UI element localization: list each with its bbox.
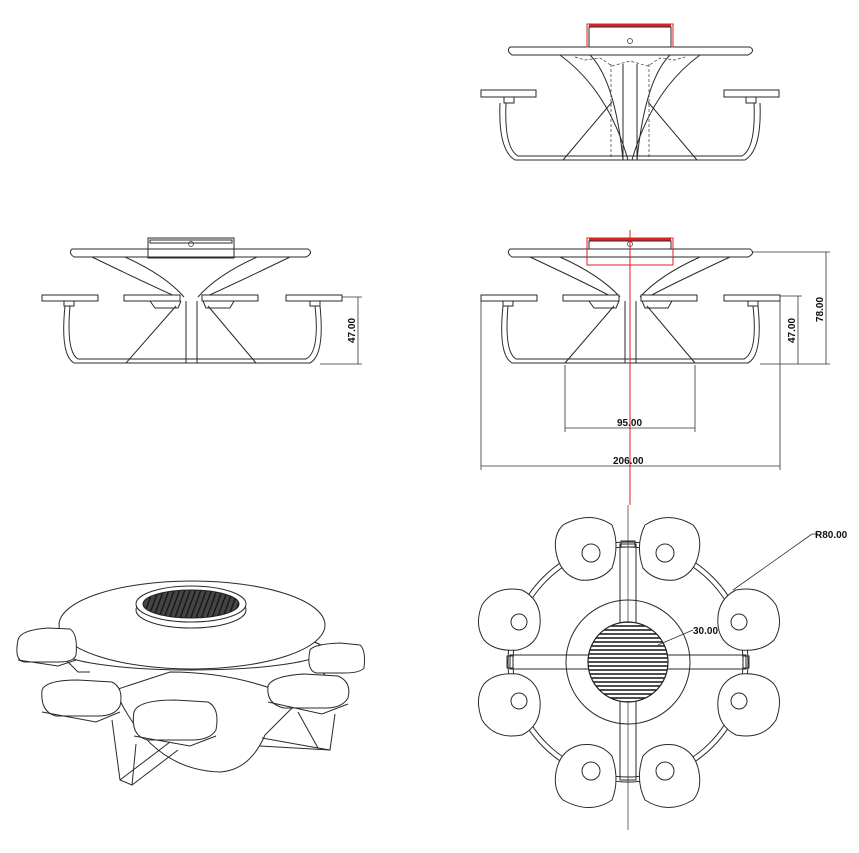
perspective-view	[16, 580, 365, 786]
front-elevation-dimensioned: 95.00 206.00 47.00 78.00	[480, 230, 830, 505]
dim-width-total: 206.00	[613, 456, 644, 467]
plan-seats	[478, 517, 780, 808]
dim-width-base: 95.00	[617, 418, 642, 429]
dim-height-seat-right: 47.00	[787, 318, 798, 343]
front-elevation-top	[480, 23, 780, 161]
dim-height-seat-left: 47.00	[347, 318, 358, 343]
side-elevation-left: 47.00	[41, 237, 362, 365]
dim-radius-inner: 30.00	[693, 626, 718, 637]
dim-radius-outer: R80.00	[815, 530, 848, 541]
dim-height-table: 78.00	[815, 297, 826, 322]
plan-view: R80.00 30.00	[478, 505, 848, 830]
